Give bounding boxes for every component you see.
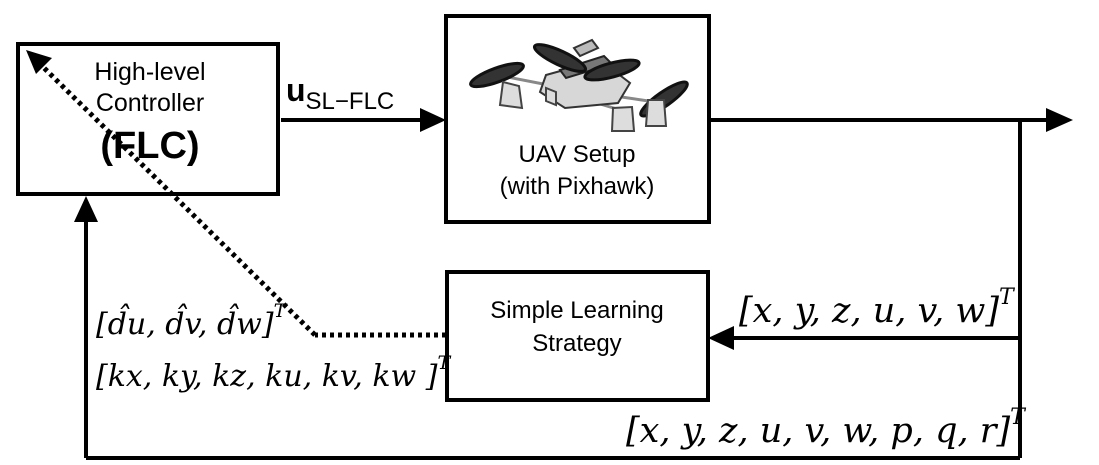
state-feedback-arrowhead [74,196,98,222]
control-signal-arrowhead [420,108,446,132]
controller-label-line3: (FLC) [100,125,199,167]
controller-label-line2: Controller [96,89,204,117]
learning-dotted-diagonal [38,62,317,337]
controller-label-line1: High-level [94,58,205,86]
feedback-full-label: [x, y, z, u, v, w, p, q, r]T [626,405,1027,451]
feedback-short-label: [x, y, z, u, v, w]T [739,285,1016,331]
uav-label-line1: UAV Setup [519,141,636,168]
uav-label-line2: (with Pixhawk) [500,173,655,200]
signal-wires [74,108,1073,460]
learning-feedback-arrowhead [708,326,734,350]
learning-label-line2: Strategy [532,330,621,357]
gain-vector-label: [kx, ky, kz, ku, kv, kw ]T [96,352,451,394]
learning-block: Simple Learning Strategy [445,270,710,402]
learning-dotted-arrowhead [26,50,52,74]
uav-block: UAV Setup (with Pixhawk) [444,14,711,224]
control-signal-label: uSL−FLC [286,72,394,115]
learning-label-line1: Simple Learning [490,297,663,324]
disturbance-estimate-label: [d̂u, d̂v, d̂w]T [96,300,288,342]
quadrotor-drone-icon [469,38,689,132]
learning-box [445,270,710,402]
learning-dotted-path [26,50,446,338]
output-arrowhead [1046,108,1073,132]
